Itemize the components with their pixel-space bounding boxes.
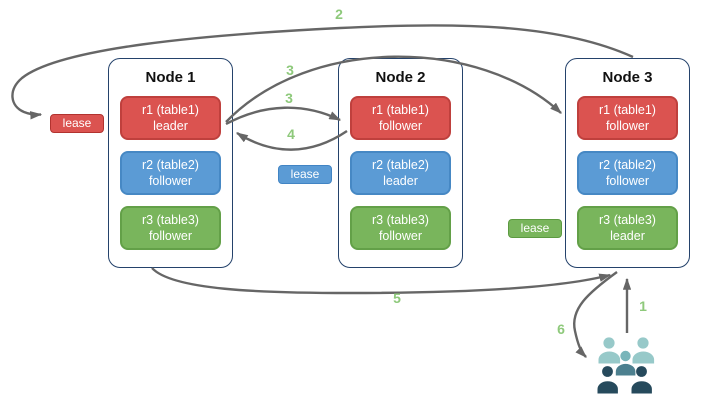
node-3-replica-r2: r2 (table2) follower <box>577 151 678 195</box>
replica-name: r1 (table1) <box>142 102 199 117</box>
node-3-container: Node 3 r1 (table1) follower r2 (table2) … <box>565 58 690 268</box>
replica-name: r2 (table2) <box>142 157 199 172</box>
node-1-replica-r3: r3 (table3) follower <box>120 206 221 250</box>
node-2-replica-r3: r3 (table3) follower <box>350 206 451 250</box>
replica-role: follower <box>148 229 193 243</box>
lease-badge-red: lease <box>50 114 104 133</box>
users-icon <box>597 337 655 394</box>
replica-role: leader <box>383 174 418 188</box>
node-2-container: Node 2 r1 (table1) follower r2 (table2) … <box>338 58 463 268</box>
node-3-replica-r1: r1 (table1) follower <box>577 96 678 140</box>
step-label-3a: 3 <box>286 62 294 78</box>
replica-role: follower <box>378 229 423 243</box>
replica-role: leader <box>610 229 645 243</box>
node-2-title: Node 2 <box>375 69 426 86</box>
node-3-replica-r3: r3 (table3) leader <box>577 206 678 250</box>
lease-badge-green: lease <box>508 219 562 238</box>
node-1-container: Node 1 r1 (table1) leader r2 (table2) fo… <box>108 58 233 268</box>
node-2-replica-r1: r1 (table1) follower <box>350 96 451 140</box>
node-1-replica-r1: r1 (table1) leader <box>120 96 221 140</box>
step-label-5: 5 <box>393 290 401 306</box>
arrow-step-3-to-node2 <box>225 106 342 126</box>
replica-role: follower <box>148 174 193 188</box>
step-label-3b: 3 <box>285 90 293 106</box>
lease-badge-blue: lease <box>278 165 332 184</box>
arrow-step-2 <box>11 24 634 120</box>
node-2-replica-r2: r2 (table2) leader <box>350 151 451 195</box>
replica-role: follower <box>378 119 423 133</box>
replica-role: follower <box>605 119 650 133</box>
node-3-title: Node 3 <box>602 69 653 86</box>
replica-name: r2 (table2) <box>372 157 429 172</box>
replica-name: r1 (table1) <box>372 102 429 117</box>
replica-name: r3 (table3) <box>372 212 429 227</box>
replica-name: r2 (table2) <box>599 157 656 172</box>
arrow-step-5 <box>151 267 612 295</box>
replica-name: r3 (table3) <box>599 212 656 227</box>
replica-name: r3 (table3) <box>142 212 199 227</box>
replica-role: leader <box>153 119 188 133</box>
step-label-4: 4 <box>287 126 295 142</box>
replica-name: r1 (table1) <box>599 102 656 117</box>
arrow-step-6 <box>572 271 618 358</box>
step-label-6: 6 <box>557 321 565 337</box>
replica-role: follower <box>605 174 650 188</box>
step-label-1: 1 <box>639 298 647 314</box>
node-1-title: Node 1 <box>145 69 196 86</box>
node-1-replica-r2: r2 (table2) follower <box>120 151 221 195</box>
step-label-2: 2 <box>335 6 343 22</box>
